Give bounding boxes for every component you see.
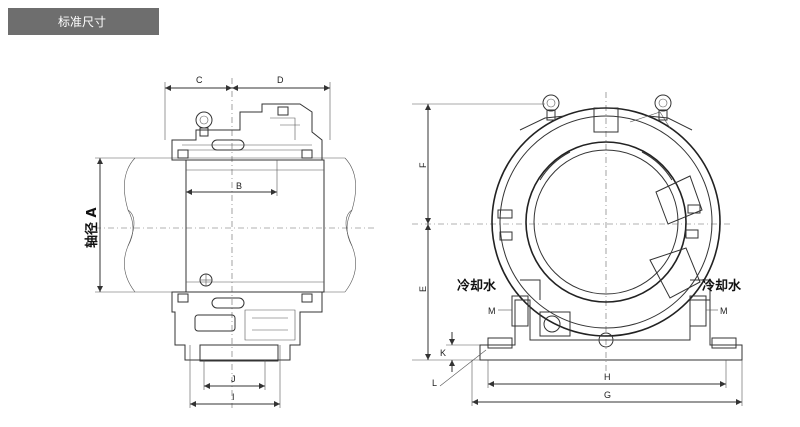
dim-label-i: I: [232, 392, 235, 402]
front-view: F E K L M M 冷却水 冷却水 H G: [412, 92, 743, 406]
dim-label-l: L: [432, 378, 437, 388]
dim-label-m-right: M: [720, 306, 728, 316]
section-title-bar: 标准尺寸: [8, 8, 159, 35]
cooling-water-label-right: 冷却水: [702, 278, 742, 294]
dim-label-g: G: [604, 390, 611, 400]
dim-label-e: E: [418, 286, 428, 292]
dim-label-b: B: [236, 181, 242, 191]
dim-label-d: D: [277, 75, 284, 85]
dim-label-f: F: [418, 162, 428, 168]
side-view: C D B 轴径 A J I: [84, 75, 375, 408]
dim-label-h: H: [604, 372, 611, 382]
dim-label-c: C: [196, 75, 203, 85]
cooling-water-label-left: 冷却水: [457, 278, 497, 294]
dim-label-a: 轴径 A: [84, 207, 100, 248]
dim-label-m-left: M: [488, 306, 496, 316]
dim-label-k: K: [440, 348, 446, 358]
dim-label-j: J: [231, 374, 236, 384]
section-title: 标准尺寸: [58, 15, 107, 29]
